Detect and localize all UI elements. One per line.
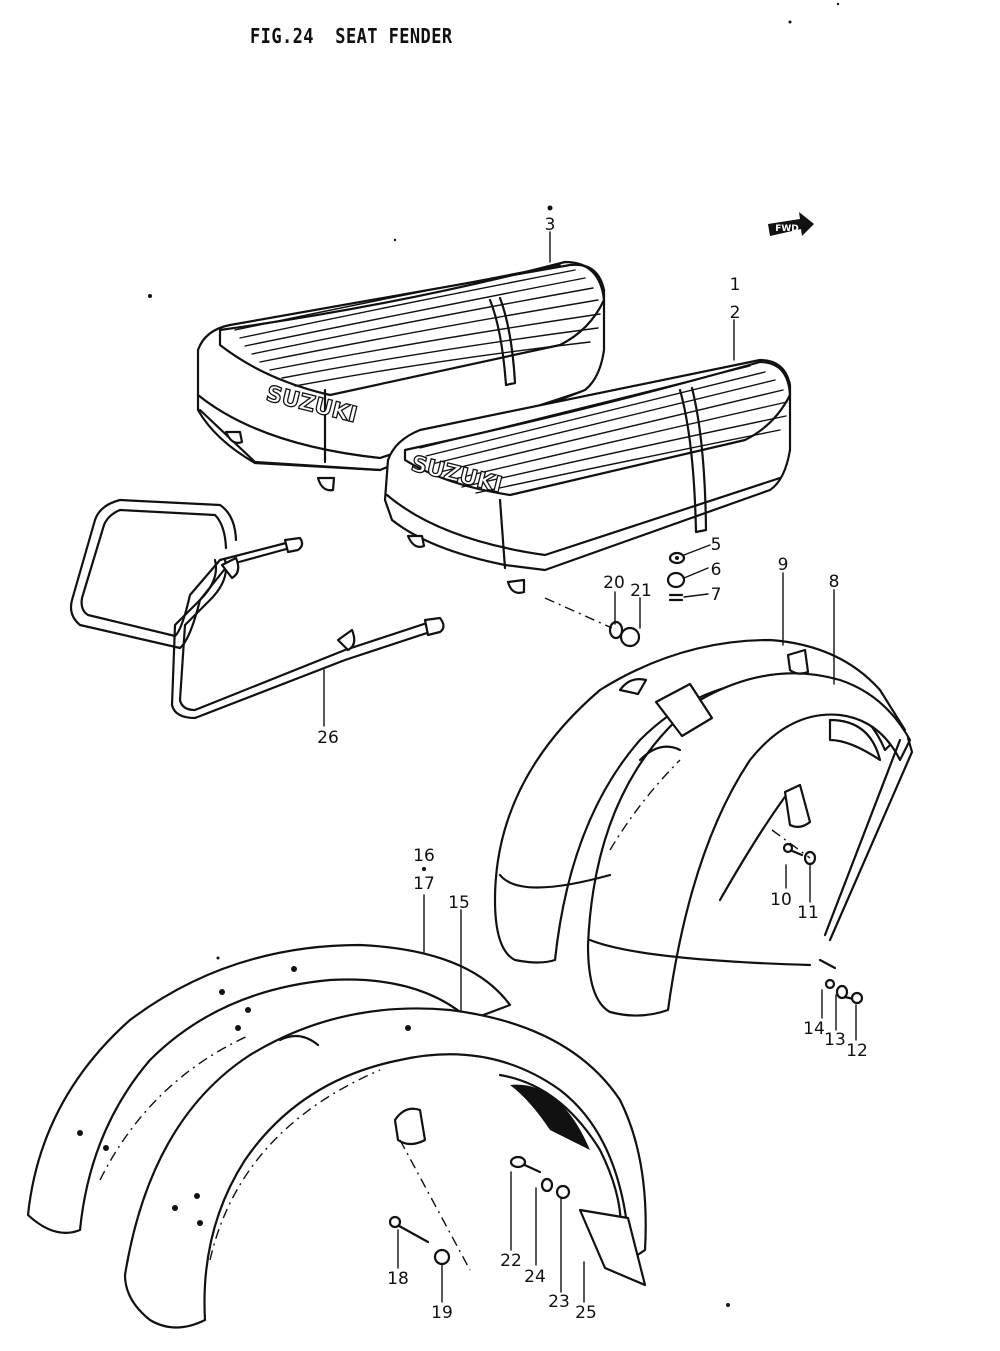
grab-rail bbox=[69, 498, 445, 720]
callout-2: 2 bbox=[730, 303, 741, 323]
callout-5: 5 bbox=[711, 535, 722, 555]
callout-10: 10 bbox=[770, 890, 792, 910]
forward-arrow-icon: FWD bbox=[768, 212, 814, 236]
figure-title: FIG.24 SEAT FENDER bbox=[250, 24, 453, 48]
seat-hardware bbox=[544, 551, 686, 648]
callout-22: 22 bbox=[500, 1251, 522, 1271]
callout-14: 14 bbox=[803, 1019, 825, 1039]
callout-17: 17 bbox=[413, 874, 435, 894]
callout-labels: 1 2 3 5 6 7 8 9 10 11 12 13 14 15 16 17 … bbox=[317, 215, 868, 1323]
callout-18: 18 bbox=[387, 1269, 409, 1289]
callout-23: 23 bbox=[548, 1292, 570, 1312]
callout-19: 19 bbox=[431, 1303, 453, 1323]
callout-12: 12 bbox=[846, 1041, 868, 1061]
front-fender bbox=[26, 943, 647, 1329]
callout-20: 20 bbox=[603, 573, 625, 593]
callout-24: 24 bbox=[524, 1267, 546, 1287]
seat-front: SUZUKI bbox=[383, 358, 792, 594]
callout-7: 7 bbox=[711, 585, 722, 605]
callout-9: 9 bbox=[778, 555, 789, 575]
callout-16: 16 bbox=[413, 846, 435, 866]
rear-fender-hardware bbox=[771, 829, 864, 1005]
callout-26: 26 bbox=[317, 728, 339, 748]
callout-6: 6 bbox=[711, 560, 722, 580]
callout-15: 15 bbox=[448, 893, 470, 913]
callout-25: 25 bbox=[575, 1303, 597, 1323]
callout-21: 21 bbox=[630, 581, 652, 601]
front-fender-hardware bbox=[388, 1139, 571, 1271]
callout-13: 13 bbox=[824, 1030, 846, 1050]
scan-specks bbox=[148, 2, 840, 1307]
forward-label: FWD bbox=[775, 224, 799, 234]
callout-8: 8 bbox=[829, 572, 840, 592]
callout-11: 11 bbox=[797, 903, 819, 923]
callout-3: 3 bbox=[545, 215, 556, 235]
rear-fender bbox=[493, 638, 914, 1017]
callout-1: 1 bbox=[730, 275, 741, 295]
leader-lines bbox=[323, 231, 857, 1303]
